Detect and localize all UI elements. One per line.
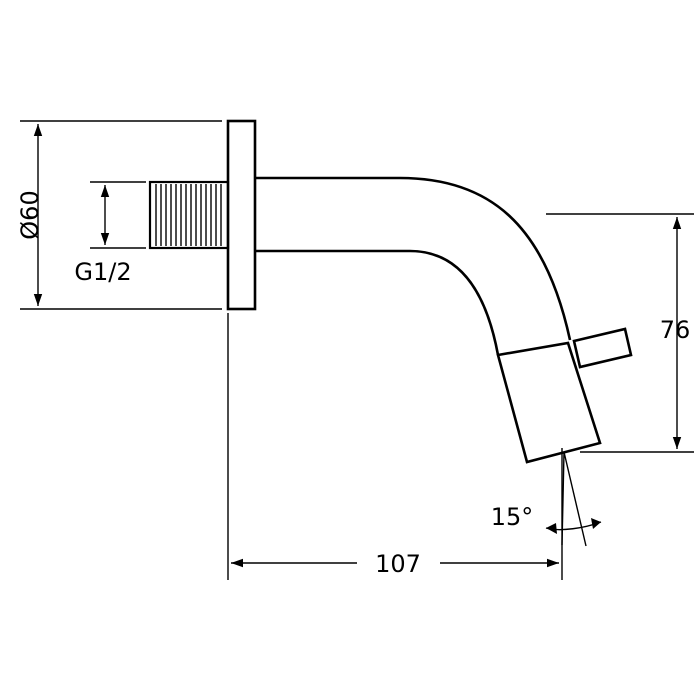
dimension-height <box>546 213 694 453</box>
dimension-thread <box>90 181 146 249</box>
outlet-body <box>496 341 602 464</box>
outlet-angle-label: 15° <box>491 503 534 531</box>
spout-tube <box>255 176 572 356</box>
lever-handle <box>572 327 633 369</box>
thread-label: G1/2 <box>74 258 131 286</box>
dimension-outlet-angle <box>545 451 602 547</box>
threaded-connector <box>148 180 230 250</box>
flange-diameter-label: Ø60 <box>16 190 44 239</box>
projection-label: 107 <box>375 550 421 578</box>
dimension-projection <box>227 313 563 580</box>
dimension-flange-diameter <box>20 120 222 310</box>
height-label: 76 <box>660 316 691 344</box>
wall-flange <box>226 119 257 311</box>
